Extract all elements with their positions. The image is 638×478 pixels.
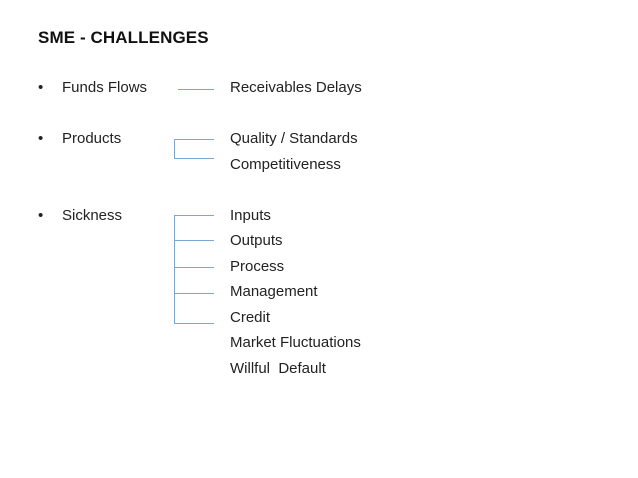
connector-line (178, 89, 214, 90)
connector-line (174, 267, 214, 268)
connector-bracket (174, 139, 175, 158)
item-quality-standards: Quality / Standards (230, 130, 358, 147)
item-management: Management (230, 283, 318, 300)
slide-title: SME - CHALLENGES (38, 28, 209, 47)
bullet-dot: • (38, 207, 44, 224)
bullet-dot: • (38, 130, 44, 147)
bullet-sickness: • Sickness (38, 207, 122, 224)
item-outputs: Outputs (230, 232, 283, 249)
bullet-label: Sickness (62, 207, 123, 224)
item-market-fluctuations: Market Fluctuations (230, 334, 361, 351)
connector-line (174, 323, 214, 324)
connector-line (174, 158, 214, 159)
bullet-products: • Products (38, 130, 121, 147)
connector-bracket (174, 215, 175, 323)
connector-line (174, 215, 214, 216)
bullet-label: Funds Flows (62, 79, 148, 96)
connector-line (174, 293, 214, 294)
item-process: Process (230, 258, 285, 275)
connector-line (174, 139, 214, 140)
item-credit: Credit (230, 309, 271, 326)
bullet-dot: • (38, 79, 44, 96)
item-willful-default: Willful Default (230, 360, 326, 377)
bullet-label: Products (62, 130, 122, 147)
item-competitiveness: Competitiveness (230, 156, 341, 173)
item-receivables-delays: Receivables Delays (230, 79, 362, 96)
item-inputs: Inputs (230, 207, 271, 224)
connector-line (174, 240, 214, 241)
bullet-funds-flows: • Funds Flows (38, 79, 147, 96)
